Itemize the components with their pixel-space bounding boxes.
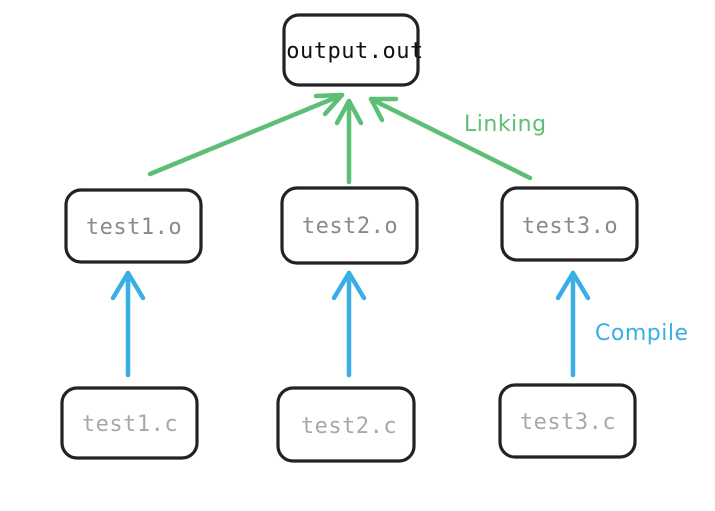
link-arrow-test1 [147, 92, 345, 177]
compile-arrow-test3 [555, 270, 591, 378]
output-node: output.out [282, 13, 423, 87]
source-node-test1: test1.c [60, 386, 199, 460]
source-label-test3: test3.c [520, 410, 616, 435]
source-node-test3: test3.c [498, 383, 637, 459]
source-label-test2: test2.c [301, 414, 397, 439]
compile-arrow-test2 [331, 270, 367, 378]
object-label-test3: test3.o [522, 214, 618, 239]
compile-label: Compile [595, 321, 688, 346]
link-arrow-test2 [334, 98, 364, 185]
object-node-test2: test2.o [280, 186, 419, 265]
object-label-test2: test2.o [302, 214, 398, 239]
linking-label: Linking [464, 112, 547, 137]
object-label-test1: test1.o [86, 215, 182, 240]
compile-arrows [110, 270, 591, 378]
link-arrow-test3 [368, 96, 533, 181]
linking-arrows [147, 92, 533, 185]
output-label: output.out [286, 39, 423, 64]
source-node-test2: test2.c [276, 386, 416, 463]
object-node-test1: test1.o [64, 188, 203, 264]
source-label-test1: test1.c [82, 412, 178, 437]
object-node-test3: test3.o [500, 186, 639, 262]
compile-arrow-test1 [110, 270, 146, 378]
